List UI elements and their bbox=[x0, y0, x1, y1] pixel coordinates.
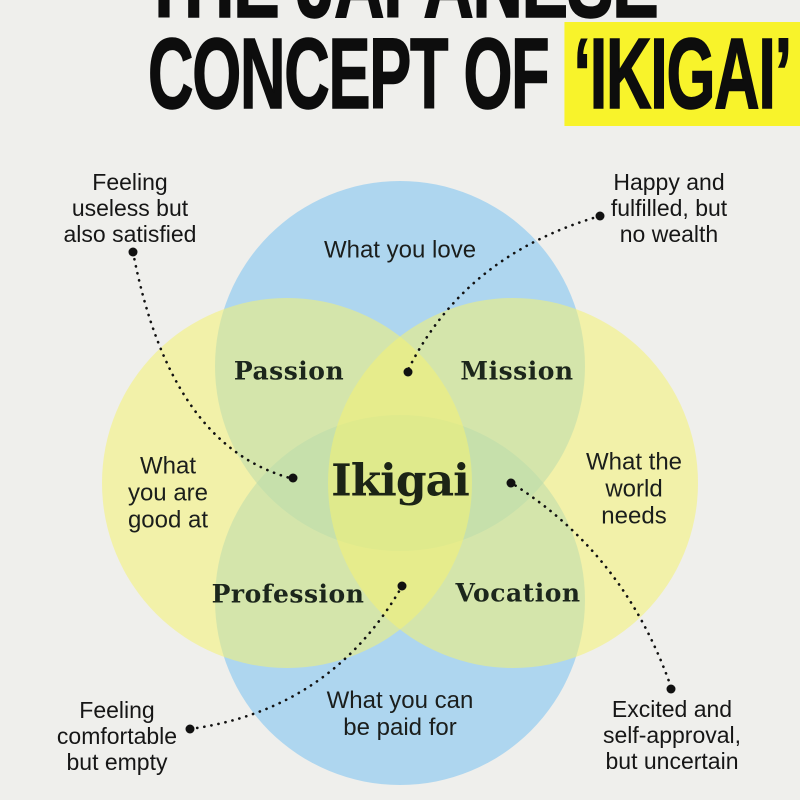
label-what-the-world-needs: What the world needs bbox=[586, 449, 682, 530]
connector-top-left-start-dot bbox=[128, 247, 138, 257]
label-good-at-line1: What bbox=[139, 452, 197, 480]
annotation-top-left: Feeling useless but also satisfied bbox=[64, 169, 197, 247]
annotation-top-right: Happy and fulfilled, but no wealth bbox=[611, 169, 727, 247]
label-mission: Mission bbox=[460, 356, 574, 386]
annotation-bottom-left: Feeling comfortable but empty bbox=[57, 697, 177, 775]
title-highlight-ikigai: ‘IKIGAI’ bbox=[564, 21, 800, 127]
annotation-bottom-right: Excited and self-approval, but uncertain bbox=[603, 696, 741, 774]
label-world-needs-line3: needs bbox=[601, 502, 667, 530]
label-world-needs-line2: world bbox=[605, 475, 663, 503]
label-good-at-line3: good at bbox=[127, 506, 209, 534]
label-what-you-can-be-paid-for: What you can be paid for bbox=[327, 687, 474, 741]
connector-bottom-left-start-dot bbox=[185, 724, 195, 734]
label-what-you-are-good-at: What you are good at bbox=[128, 453, 208, 534]
annotation-bottom-right-line1: Excited and bbox=[611, 696, 733, 722]
label-vocation: Vocation bbox=[455, 578, 581, 608]
title-line-2-text: CONCEPT OF bbox=[148, 18, 565, 130]
label-passion: Passion bbox=[233, 356, 345, 386]
annotation-top-right-line1: Happy and bbox=[613, 169, 725, 195]
annotation-bottom-left-line1: Feeling bbox=[79, 697, 155, 723]
annotation-top-left-line3: also satisfied bbox=[63, 221, 197, 247]
annotation-bottom-left-line3: but empty bbox=[66, 749, 168, 775]
annotation-bottom-right-line3: but uncertain bbox=[605, 748, 739, 774]
label-profession: Profession bbox=[211, 579, 365, 609]
connector-top-right-start-dot bbox=[595, 211, 605, 221]
annotation-top-right-line3: no wealth bbox=[619, 221, 719, 247]
annotation-bottom-right-line2: self-approval, bbox=[602, 722, 742, 748]
label-paid-for-line1: What you can bbox=[326, 687, 474, 714]
annotation-top-right-line2: fulfilled, but bbox=[610, 195, 728, 221]
annotation-bottom-left-line2: comfortable bbox=[56, 723, 178, 749]
annotation-top-left-line1: Feeling bbox=[92, 169, 168, 195]
label-paid-for-line2: be paid for bbox=[343, 714, 457, 741]
label-world-needs-line1: What the bbox=[585, 448, 683, 476]
connector-bottom-right-start-dot bbox=[666, 684, 676, 694]
annotation-top-left-line2: useless but bbox=[71, 195, 189, 221]
label-what-you-love: What you love bbox=[323, 236, 477, 264]
title-line-2: CONCEPT OF ‘IKIGAI’ bbox=[148, 21, 800, 127]
label-good-at-line2: you are bbox=[127, 479, 209, 507]
label-ikigai-center: Ikigai bbox=[331, 455, 470, 507]
